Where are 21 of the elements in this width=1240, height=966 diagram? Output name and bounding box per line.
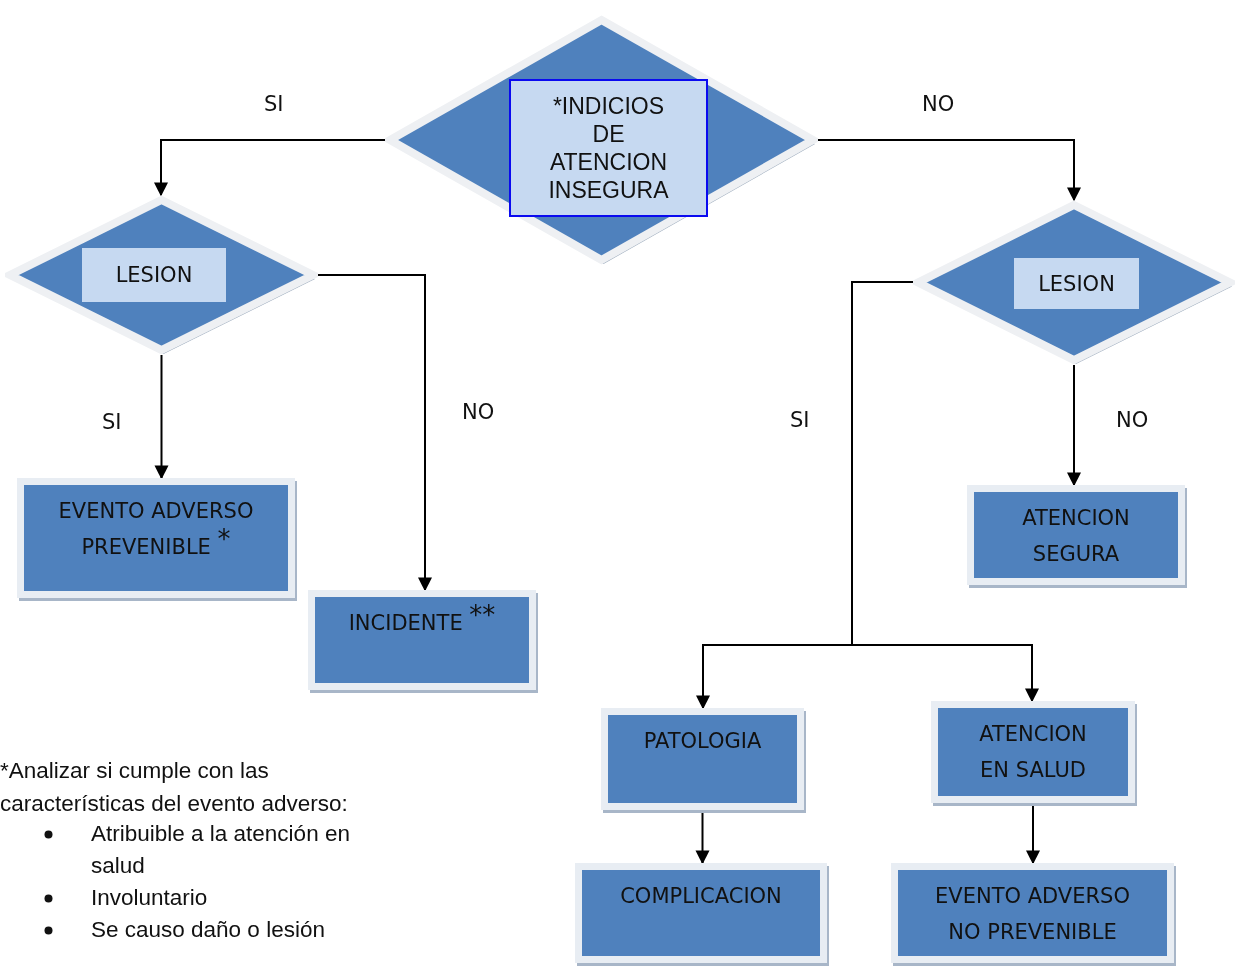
list-item: Se causo daño o lesión xyxy=(91,916,326,944)
decision-label: *INDICIOS DE ATENCION INSEGURA xyxy=(509,79,708,217)
decision-diamond xyxy=(5,195,318,355)
arrow xyxy=(1067,364,1081,487)
arrow xyxy=(154,354,169,480)
process-box: PATOLOGIA xyxy=(601,708,804,810)
arrow xyxy=(851,281,1039,703)
decision-diamond xyxy=(913,200,1235,365)
arrow xyxy=(817,139,1081,202)
process-box: EVENTO ADVERSO NO PREVENIBLE xyxy=(891,863,1174,963)
decision-diamond xyxy=(385,15,818,265)
list-item: Involuntario xyxy=(91,884,209,912)
arrow xyxy=(154,139,386,197)
process-box: ATENCION SEGURA xyxy=(967,485,1185,585)
process-box: COMPLICACION xyxy=(575,863,827,963)
arrow xyxy=(317,274,432,592)
process-box: ATENCION EN SALUD xyxy=(931,701,1135,803)
decision-label: LESION xyxy=(82,248,226,302)
footnote-text: *Analizar si cumple con las características del evento adverso: xyxy=(0,757,349,818)
list-item: Atribuible a la atención en salud xyxy=(91,820,351,880)
decision-label: LESION xyxy=(1014,258,1139,309)
